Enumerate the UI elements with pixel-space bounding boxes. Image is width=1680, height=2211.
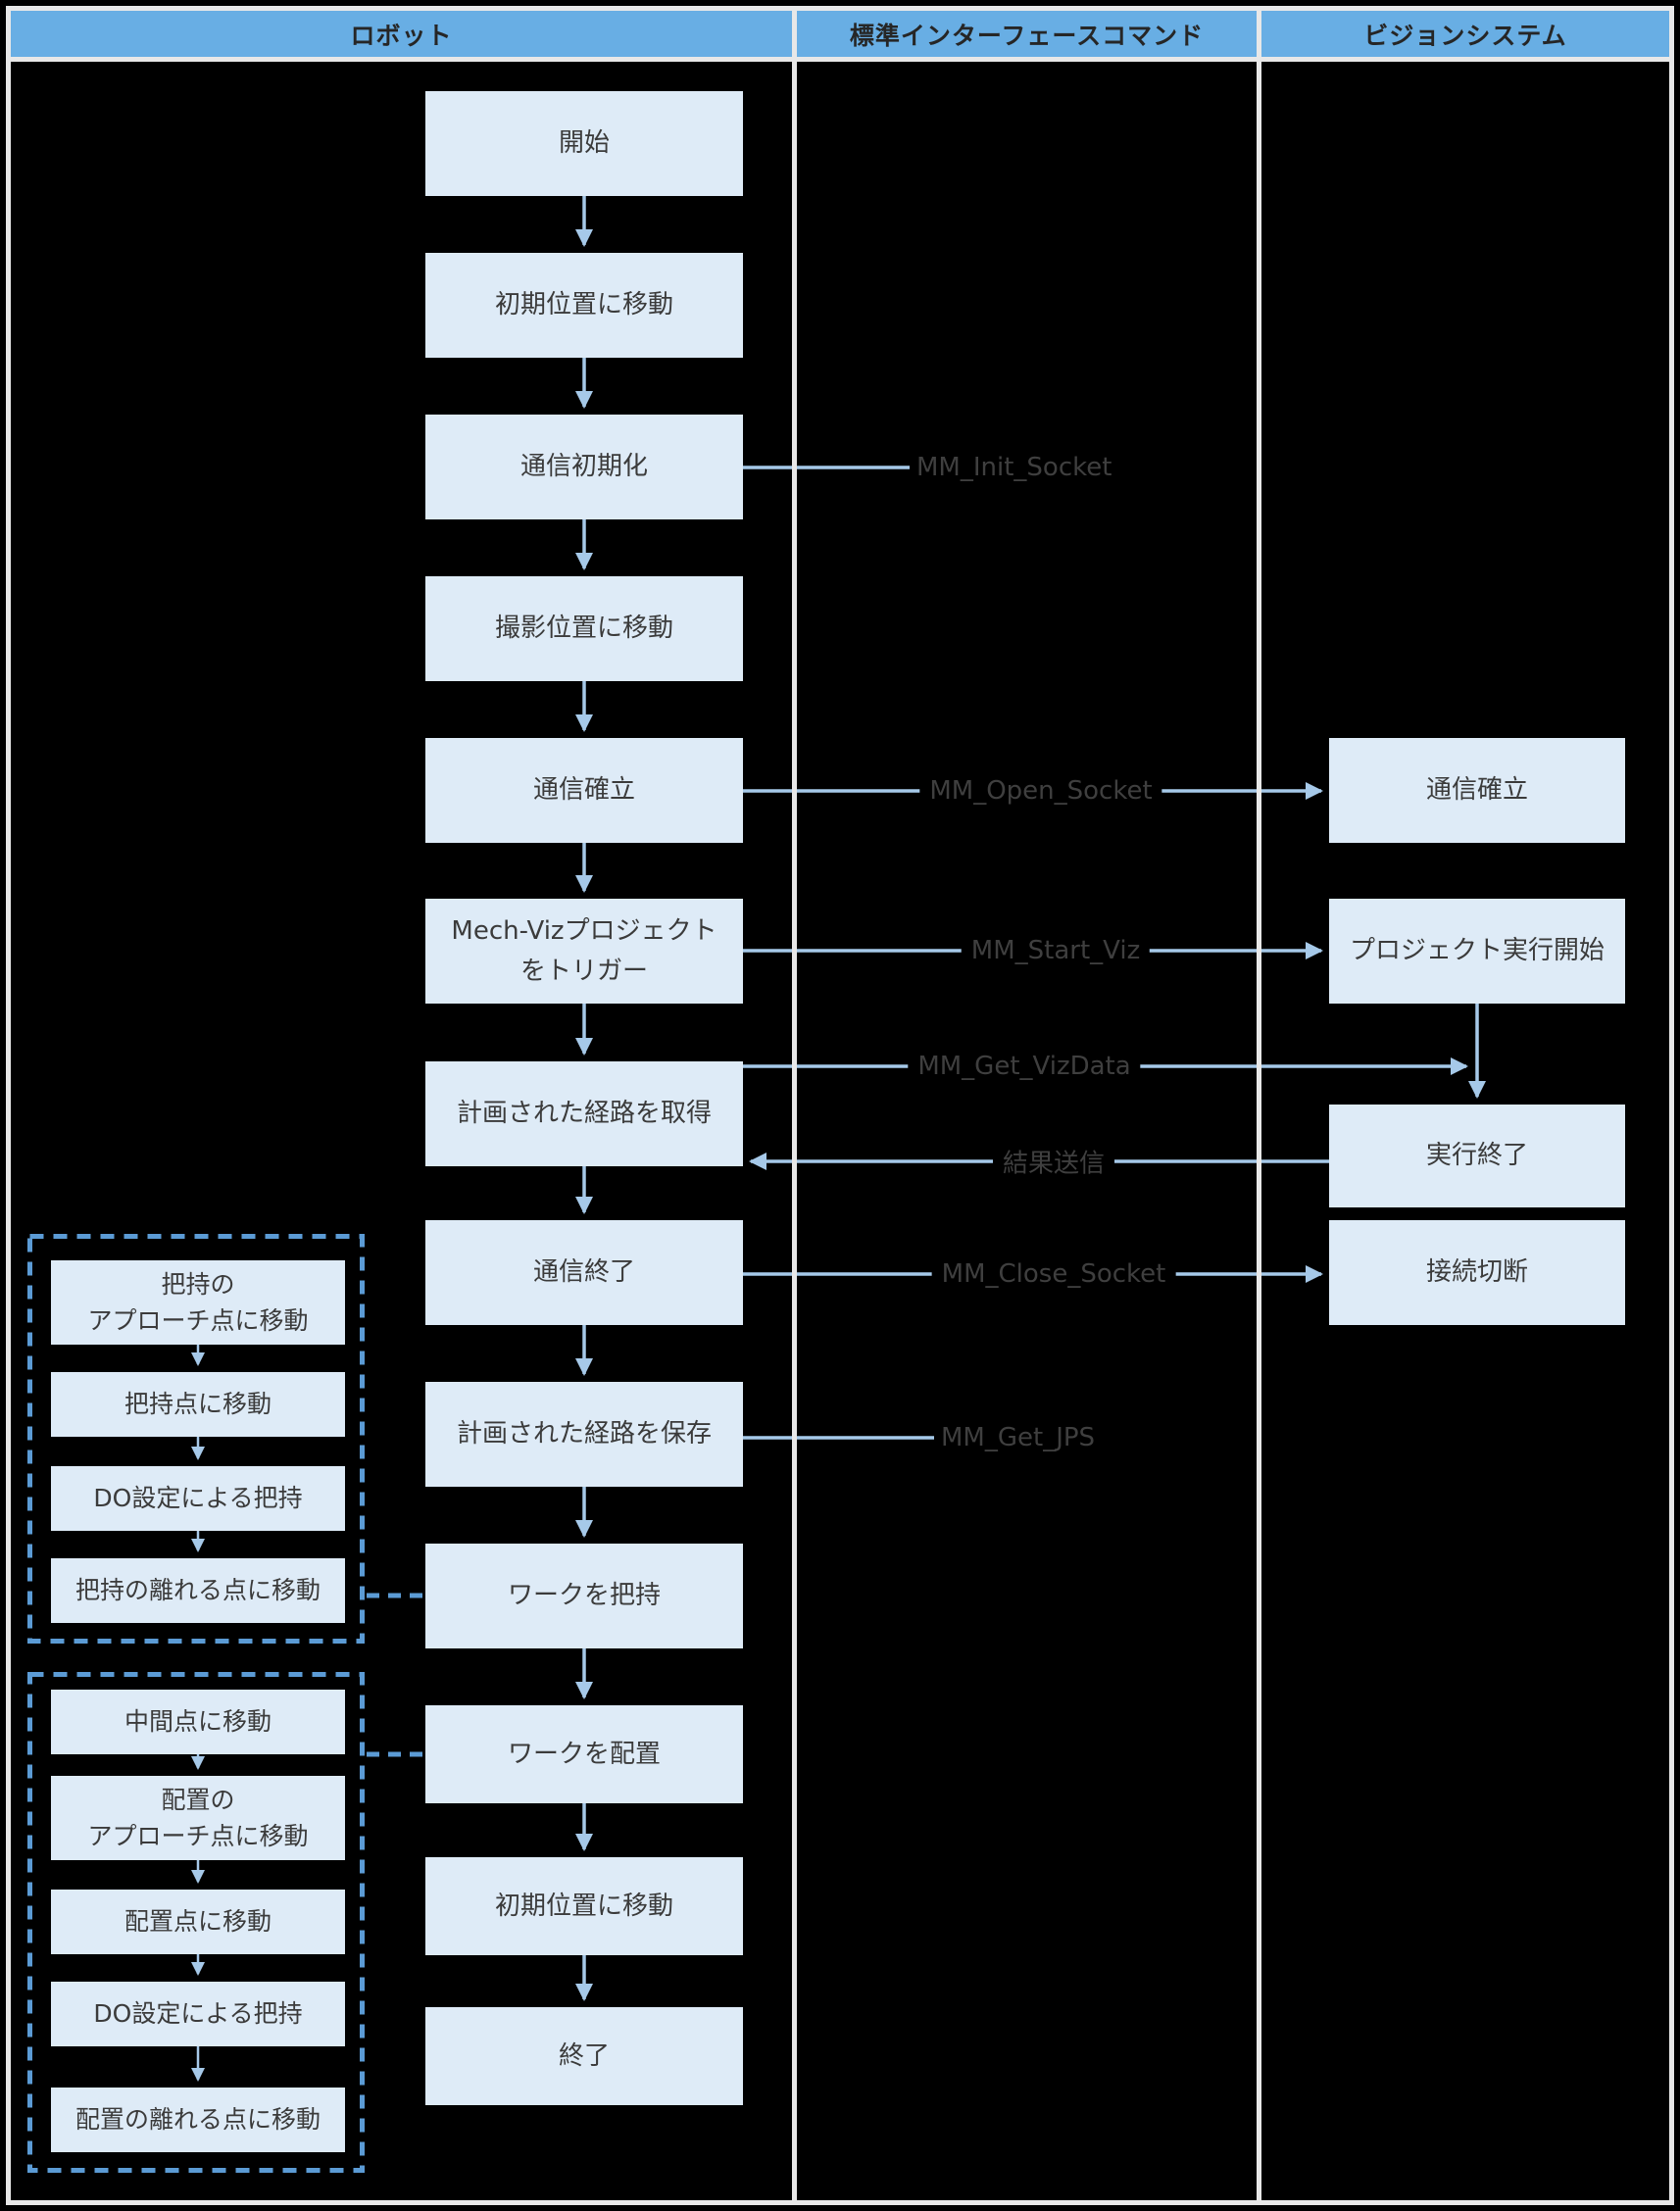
place-box-intermediate-point: 中間点に移動 — [51, 1690, 345, 1754]
column-divider-2 — [1257, 11, 1261, 2200]
header-column-robot: ロボット — [350, 21, 453, 50]
place-box-approach-point: 配置の アプローチ点に移動 — [51, 1776, 345, 1860]
grasp-box-departure-point: 把持の離れる点に移動 — [51, 1558, 345, 1623]
flow-box-end: 終了 — [425, 2007, 743, 2105]
place-box-do-grasp: DO設定による把持 — [51, 1982, 345, 2046]
vision-box-project-execution-start: プロジェクト実行開始 — [1329, 899, 1625, 1004]
command-label-mm-close-socket: MM_Close_Socket — [931, 1259, 1176, 1289]
command-label-mm-start-viz: MM_Start_Viz — [961, 936, 1151, 965]
flow-box-get-planned-path: 計画された経路を取得 — [425, 1061, 743, 1166]
place-box-departure-point: 配置の離れる点に移動 — [51, 2088, 345, 2152]
place-group-border — [27, 1672, 365, 2173]
flow-box-move-capture-position: 撮影位置に移動 — [425, 576, 743, 681]
flow-box-move-initial-position-2: 初期位置に移動 — [425, 1857, 743, 1955]
flow-box-init-communication: 通信初期化 — [425, 415, 743, 519]
flow-box-close-communication: 通信終了 — [425, 1220, 743, 1325]
grasp-box-do-grasp: DO設定による把持 — [51, 1466, 345, 1531]
command-label-mm-open-socket: MM_Open_Socket — [919, 776, 1162, 806]
vision-box-disconnect: 接続切断 — [1329, 1220, 1625, 1325]
flow-box-start: 開始 — [425, 91, 743, 196]
grasp-box-grasp-point: 把持点に移動 — [51, 1372, 345, 1437]
header-band — [11, 11, 1669, 57]
dashed-connectors — [367, 1593, 423, 1757]
header-underline — [11, 57, 1669, 62]
command-label-mm-get-jps: MM_Get_JPS — [941, 1423, 1096, 1452]
header-column-vision-system: ビジョンシステム — [1363, 21, 1567, 50]
place-box-place-point: 配置点に移動 — [51, 1890, 345, 1954]
header-column-interface-commands: 標準インターフェースコマンド — [849, 21, 1205, 50]
vision-box-establish-communication: 通信確立 — [1329, 738, 1625, 843]
dashed-groups — [27, 1234, 365, 2173]
command-label-mm-get-vizdata: MM_Get_VizData — [908, 1052, 1141, 1081]
vision-box-execution-end: 実行終了 — [1329, 1105, 1625, 1207]
command-label-mm-init-socket: MM_Init_Socket — [916, 453, 1112, 482]
column-divider-1 — [792, 11, 797, 2200]
flow-box-grasp-workpiece: ワークを把持 — [425, 1544, 743, 1648]
flow-box-establish-communication: 通信確立 — [425, 738, 743, 843]
grasp-group-border — [27, 1234, 365, 1644]
grasp-box-approach-point: 把持の アプローチ点に移動 — [51, 1260, 345, 1345]
command-label-result-send: 結果送信 — [992, 1143, 1115, 1180]
flow-box-trigger-mechviz-project: Mech-Vizプロジェクト をトリガー — [425, 899, 743, 1004]
flow-box-place-workpiece: ワークを配置 — [425, 1705, 743, 1803]
flow-box-save-planned-path: 計画された経路を保存 — [425, 1382, 743, 1487]
flow-box-move-initial-position: 初期位置に移動 — [425, 253, 743, 358]
